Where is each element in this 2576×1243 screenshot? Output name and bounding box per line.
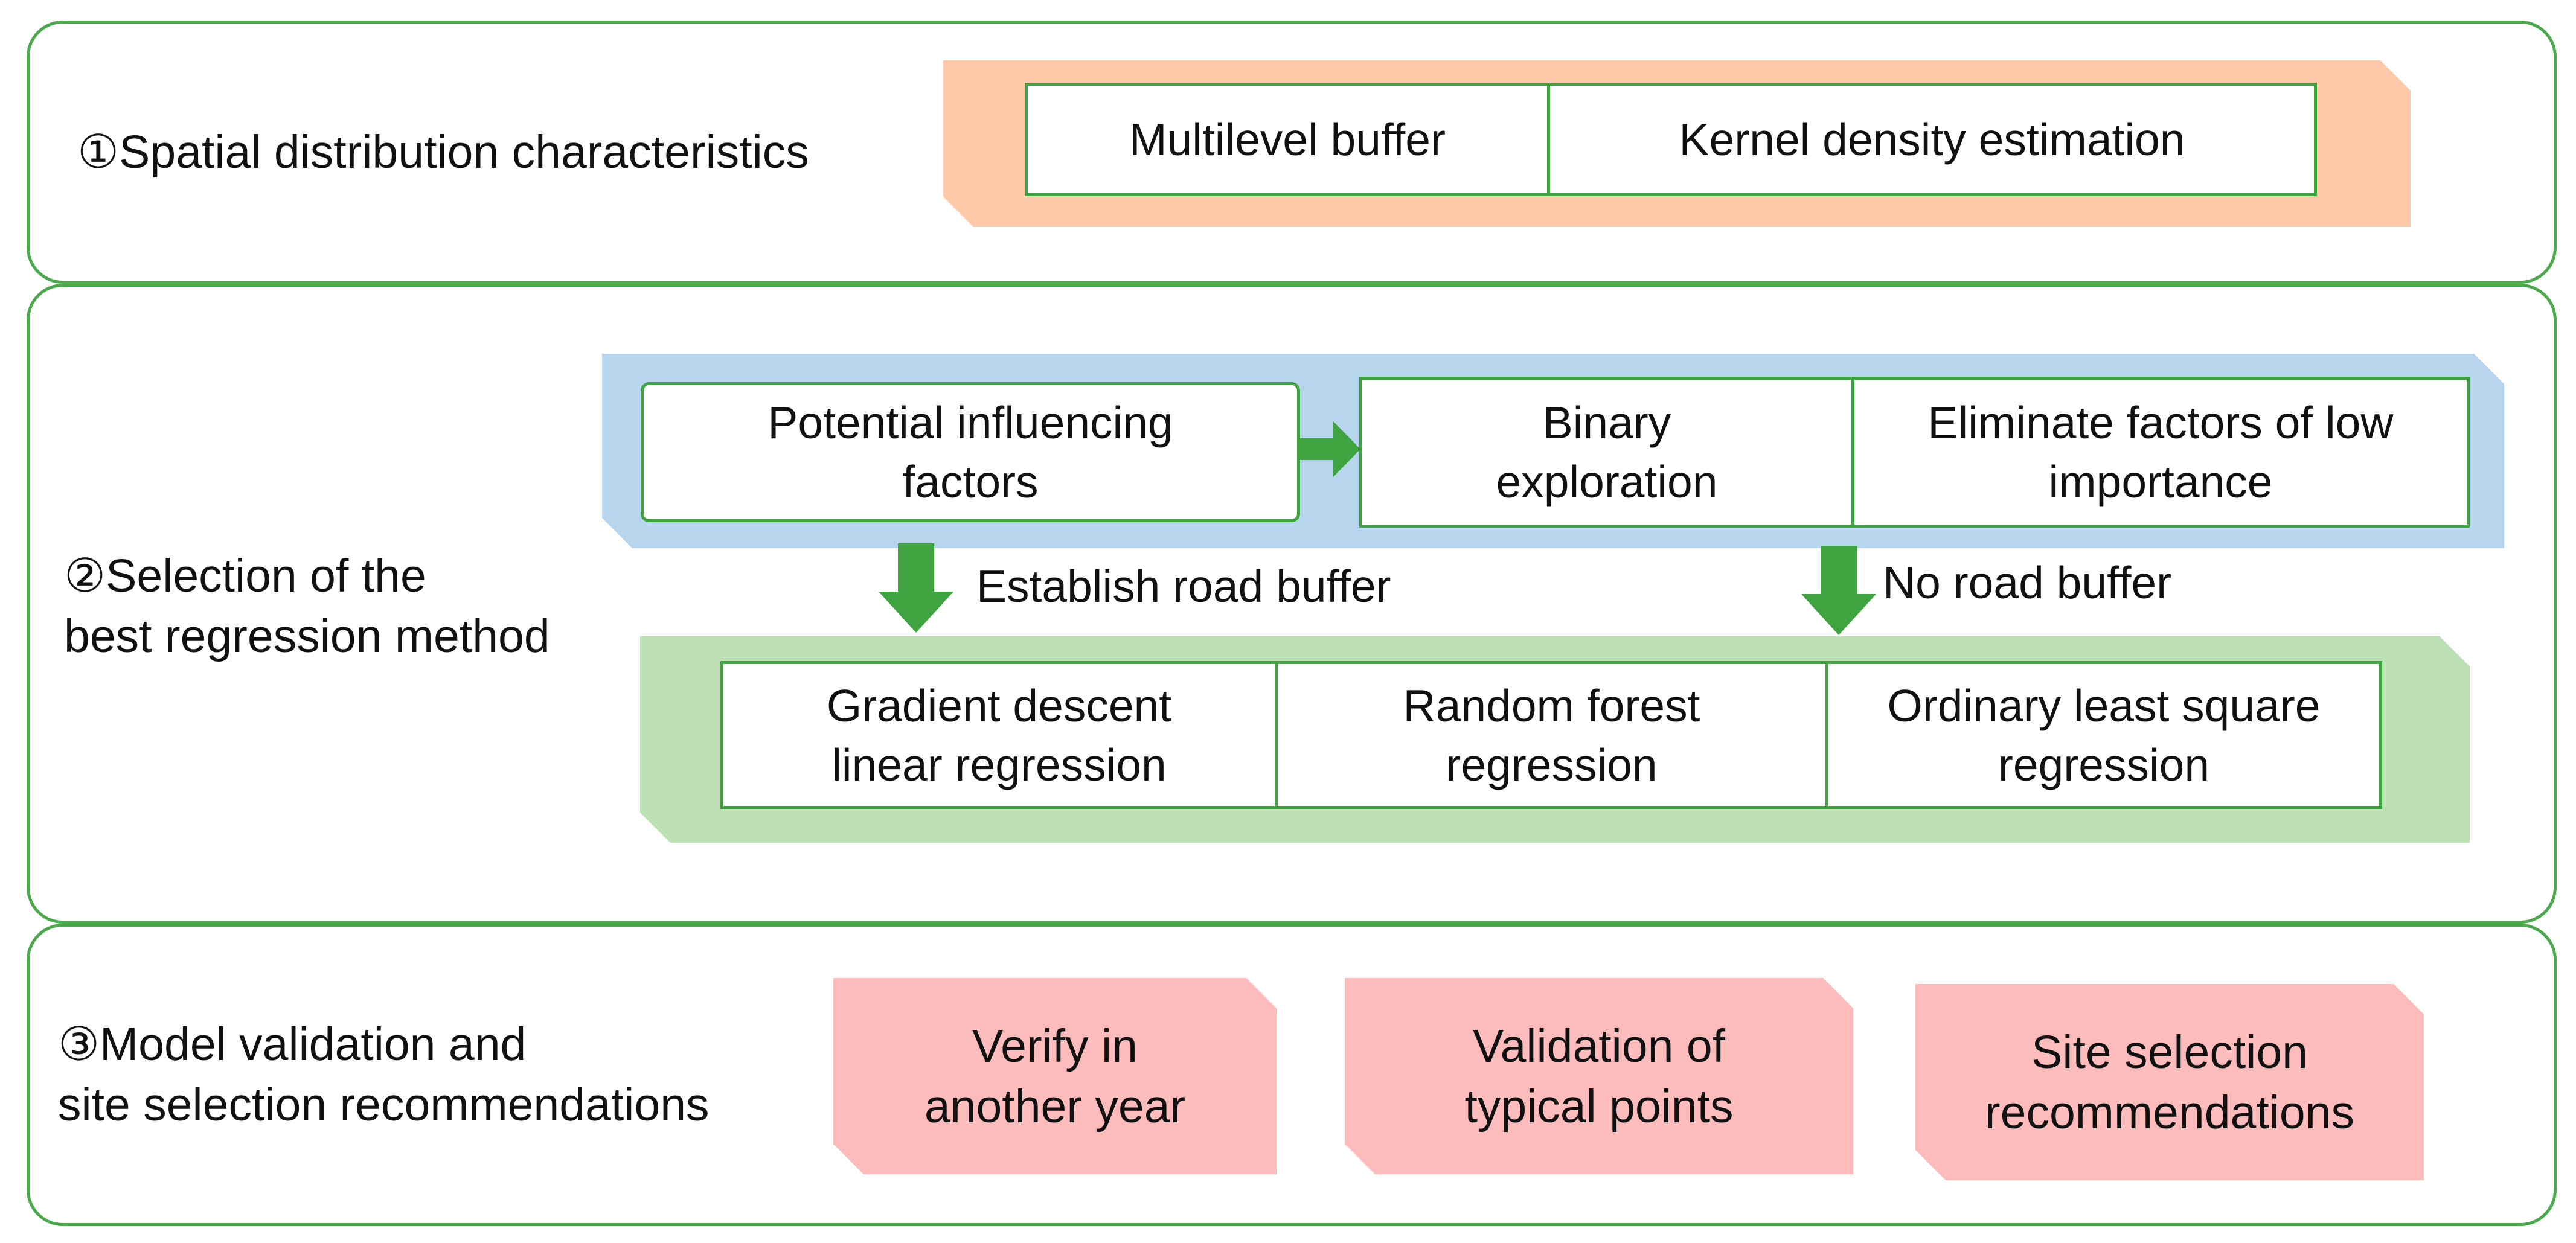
section-3-label: ③Model validation and site selection rec… xyxy=(58,1018,710,1131)
box-verify-another-year: Verify in another year xyxy=(833,978,1277,1174)
cell-gradient-descent: Gradient descent linear regression xyxy=(720,661,1278,809)
potential-influencing-factors: Potential influencing factors xyxy=(641,382,1300,522)
box-site-selection-recommendations: Site selection recommendations xyxy=(1915,984,2424,1180)
cell-ordinary-least-square: Ordinary least square regression xyxy=(1825,661,2382,809)
arrow-down-icon-right xyxy=(1801,546,1876,635)
cell-multilevel-buffer: Multilevel buffer xyxy=(1025,83,1550,196)
cell-eliminate-factors: Eliminate factors of low importance xyxy=(1851,377,2470,528)
section-2-label: ②Selection of the best regression method xyxy=(64,550,550,662)
cell-binary-exploration: Binary exploration xyxy=(1359,377,1854,528)
label-establish-road-buffer: Establish road buffer xyxy=(976,561,1391,612)
arrow-right-icon xyxy=(1300,421,1360,477)
box-validation-typical-points: Validation of typical points xyxy=(1345,978,1853,1174)
label-no-road-buffer: No road buffer xyxy=(1883,557,2172,608)
cell-random-forest: Random forest regression xyxy=(1275,661,1828,809)
arrow-down-icon-left xyxy=(879,543,953,633)
section-1-label: ①Spatial distribution characteristics xyxy=(77,126,809,178)
cell-kernel-density: Kernel density estimation xyxy=(1547,83,2317,196)
